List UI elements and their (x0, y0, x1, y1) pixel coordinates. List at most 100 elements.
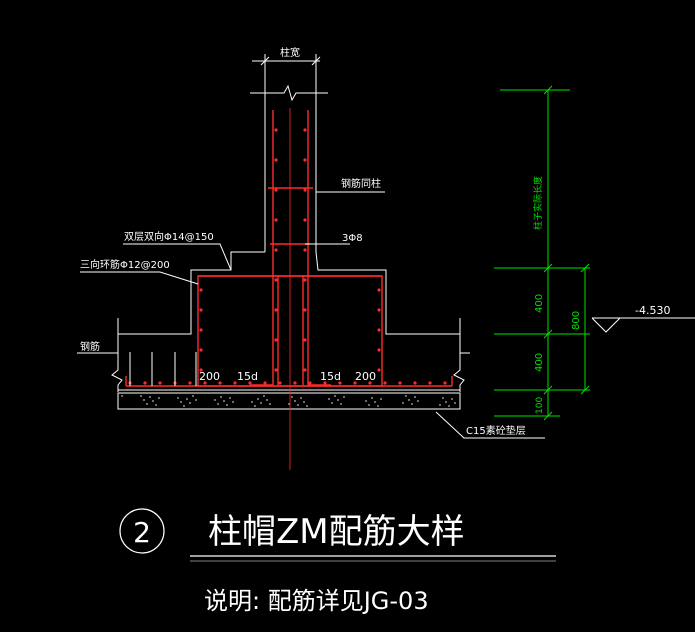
hatch-dot (149, 396, 151, 398)
column-width-dimension (252, 54, 321, 93)
hatch-dot (155, 404, 157, 406)
rebar-dot (338, 381, 342, 385)
rebar-dot (377, 348, 381, 352)
elevation-marker (591, 317, 695, 333)
rebar-dot (303, 188, 307, 192)
hatch-dot (417, 400, 419, 402)
hatch-dot (380, 398, 382, 400)
hatch-dot (177, 397, 179, 399)
rebar-dot (383, 381, 387, 385)
dim-800: 800 (571, 311, 582, 330)
rebar-dot (368, 381, 372, 385)
rebar-dot (353, 381, 357, 385)
concrete-outline (104, 84, 470, 410)
rebar-dot (188, 381, 192, 385)
hatch-dot (334, 395, 336, 397)
rebar-dot (413, 381, 417, 385)
hatch-dot (454, 402, 456, 404)
rebar-same-column-label: 钢筋同柱 (341, 177, 381, 190)
rebar-dot (303, 308, 307, 312)
rebar-dot (303, 368, 307, 372)
hatch-dot (448, 405, 450, 407)
rebar-dot (218, 381, 222, 385)
hatch-dot (371, 397, 373, 399)
rebar-dot (303, 158, 307, 162)
rebar-dot (398, 381, 402, 385)
dim-200-right: 200 (355, 370, 376, 383)
dim-400-top: 400 (534, 294, 545, 313)
rebar-dot (199, 328, 203, 332)
dim-15d-right: 15d (320, 370, 341, 383)
hatch-dot (269, 403, 271, 405)
rebar-dot (199, 288, 203, 292)
rebar-dot (274, 128, 278, 132)
elevation-label: -4.530 (635, 304, 670, 317)
hatch-dot (405, 395, 407, 397)
rebar-dot (248, 381, 252, 385)
rebar-dot (233, 381, 237, 385)
hatch-dot (294, 400, 296, 402)
hatch-dot (186, 398, 188, 400)
hatch-dot (257, 398, 259, 400)
bottom-dimension-ticks (129, 352, 197, 386)
rebar-dot (158, 381, 162, 385)
dim-15d-left: 15d (237, 370, 258, 383)
hatch-dot (183, 405, 185, 407)
hatch-dot (251, 401, 253, 403)
hatch-dot (411, 403, 413, 405)
hatch-dot (402, 402, 404, 404)
hatch-dot (303, 401, 305, 403)
hatch-dot (263, 395, 265, 397)
hatch-dot (192, 395, 194, 397)
hatch-dot (146, 403, 148, 405)
dim-400-bottom: 400 (534, 353, 545, 372)
rebar-dot (274, 278, 278, 282)
c15-label: C15素砼垫层 (466, 424, 526, 437)
hatch-dot (414, 396, 416, 398)
hatch-dot (365, 400, 367, 402)
rebar-dot (274, 368, 278, 372)
rebar-dot (203, 381, 207, 385)
hatch-dot (374, 401, 376, 403)
hatch-dot (223, 400, 225, 402)
rebar-dot (274, 158, 278, 162)
rebar-dots (128, 128, 447, 385)
hatch-dot (260, 402, 262, 404)
green-dimensions (494, 85, 590, 421)
rebar-dot (293, 381, 297, 385)
hatch-dot (152, 400, 154, 402)
rebar-dot (274, 248, 278, 252)
hatch-dot (343, 396, 345, 398)
column-width-label: 柱宽 (280, 46, 300, 59)
rebar-dot (274, 188, 278, 192)
rebar-dot (308, 381, 312, 385)
hatch-dot (377, 405, 379, 407)
rebar-cage (125, 110, 453, 387)
c15-hatch (121, 395, 456, 407)
hatch-dot (337, 399, 339, 401)
column-length-label: 柱子实际长度 (532, 176, 544, 230)
rebar-dot (274, 308, 278, 312)
hatch-dot (368, 404, 370, 406)
hatch-dot (306, 405, 308, 407)
rebar-left-label: 钢筋 (80, 340, 100, 353)
rebar-dot (199, 308, 203, 312)
hatch-dot (229, 397, 231, 399)
rebar-dot (274, 338, 278, 342)
rebar-dot (323, 381, 327, 385)
hatch-dot (291, 396, 293, 398)
hatch-dot (445, 401, 447, 403)
detail-number-circle (119, 508, 165, 554)
hatch-dot (408, 399, 410, 401)
rebar-dot (428, 381, 432, 385)
rebar-dot (377, 288, 381, 292)
hatch-dot (232, 401, 234, 403)
hatch-dot (288, 403, 290, 405)
hatch-dot (195, 399, 197, 401)
rebar-dot (263, 381, 267, 385)
dim-100: 100 (535, 397, 545, 414)
rebar-dot (377, 328, 381, 332)
rebar-dot (303, 248, 307, 252)
rebar-dot (143, 381, 147, 385)
